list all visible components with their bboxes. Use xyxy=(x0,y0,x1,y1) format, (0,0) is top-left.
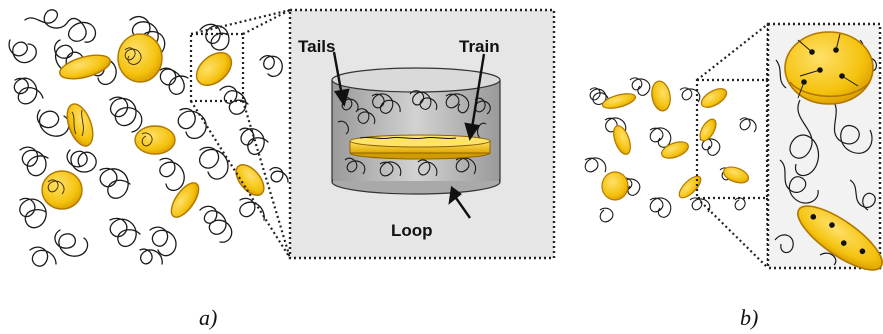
clay-platelets-panel-b xyxy=(601,80,750,201)
clay-platelet xyxy=(601,93,637,109)
clay-platelet xyxy=(66,103,94,147)
panel-b-caption: b) xyxy=(740,305,759,330)
polymer-chains xyxy=(8,9,289,267)
train-chain-segment xyxy=(359,136,457,140)
zoom-selection-b xyxy=(695,23,770,269)
tails-arrow xyxy=(332,51,344,97)
zoom-source-box-b xyxy=(695,78,769,200)
zoom-line-bottom-left xyxy=(190,100,291,259)
zoom-inset-b xyxy=(766,22,883,271)
zoom-line-top xyxy=(242,9,291,35)
clay-platelet xyxy=(661,141,689,159)
clay-platelet xyxy=(651,80,671,112)
clay-platelet xyxy=(59,54,111,80)
inset-b-platelet-top xyxy=(784,31,874,105)
clay-platelet xyxy=(195,52,233,86)
loop-label: Loop xyxy=(391,221,433,240)
clay-platelet xyxy=(170,182,200,218)
zoom-inset-a: Tails Train Loop xyxy=(288,8,556,260)
inset-b-platelet-bottom xyxy=(797,205,883,271)
zoom-selection-a xyxy=(189,8,292,259)
zoom-line-top-left xyxy=(190,8,291,36)
panel-a-caption: a) xyxy=(199,305,218,330)
clay-platelet xyxy=(117,33,163,83)
clay-platelet xyxy=(134,125,176,155)
clay-platelet xyxy=(678,175,702,199)
train-arrow xyxy=(470,53,486,129)
large-clay-platelet xyxy=(797,205,883,271)
loop-arrow xyxy=(455,197,471,219)
clay-platelet xyxy=(699,118,717,142)
clay-platelet xyxy=(722,166,750,184)
clay-platelets-panel-a xyxy=(41,33,265,218)
clay-platelet xyxy=(700,88,728,108)
zoom-source-box xyxy=(189,32,245,103)
anchor-points xyxy=(810,214,866,255)
clay-platelet xyxy=(613,125,631,155)
interphase-cylinder xyxy=(331,67,501,195)
panel-a-polymer-matrix xyxy=(8,9,289,267)
panel-b-polymer-matrix xyxy=(584,77,757,223)
clay-platelet xyxy=(235,164,265,196)
train-label: Train xyxy=(459,37,500,56)
platelet-inner-chains xyxy=(47,47,153,195)
callout-arrows xyxy=(332,51,486,219)
cylinder-top xyxy=(331,67,501,93)
tails-label: Tails xyxy=(298,37,335,56)
large-clay-platelet xyxy=(784,31,874,105)
zoom-line-bottom xyxy=(241,100,292,259)
clay-platelet xyxy=(41,170,83,210)
clay-platelet xyxy=(601,171,629,201)
